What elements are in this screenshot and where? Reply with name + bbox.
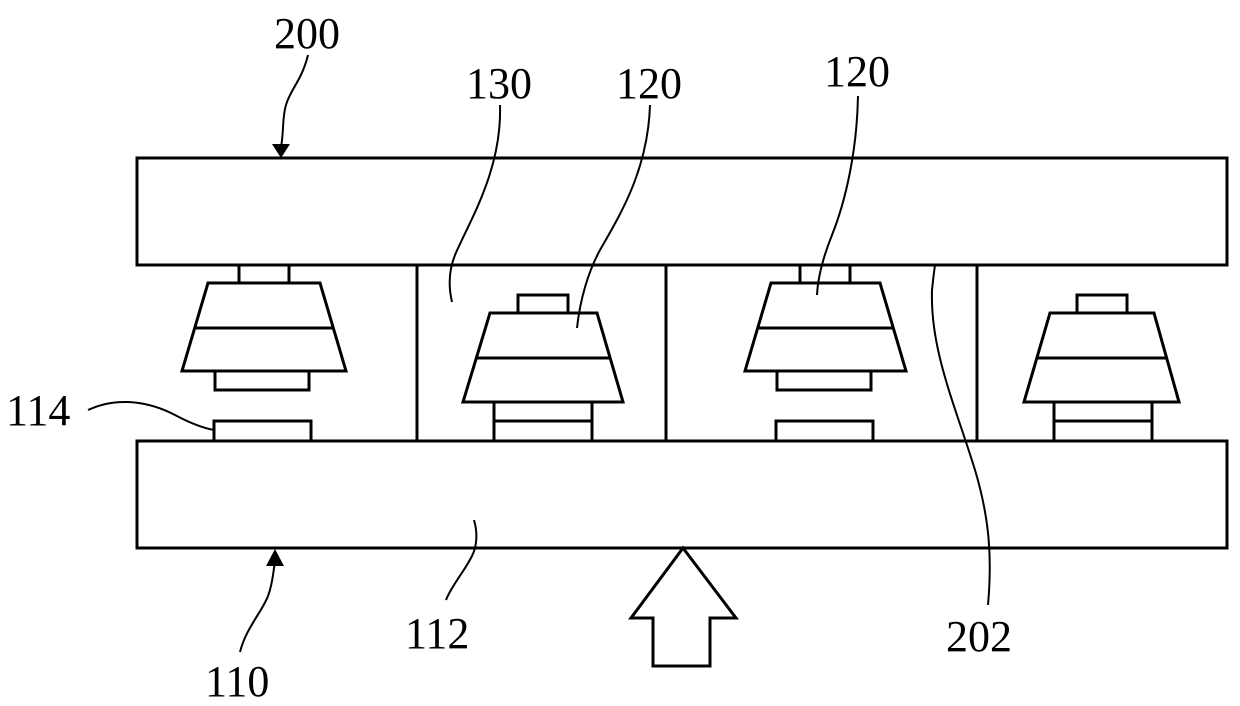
chip-1 — [182, 265, 346, 390]
leader-200 — [281, 55, 308, 147]
label-114: 114 — [6, 386, 70, 435]
label-120-b: 120 — [824, 47, 890, 96]
bottom-substrate-112 — [137, 441, 1227, 548]
leader-110 — [240, 562, 275, 652]
label-202: 202 — [946, 612, 1012, 661]
leader-202 — [932, 265, 990, 605]
leader-120-a — [577, 105, 650, 328]
label-200: 200 — [274, 9, 340, 58]
chip-2-120 — [463, 295, 623, 441]
leader-112 — [446, 520, 476, 600]
leader-114 — [88, 402, 214, 430]
label-112: 112 — [405, 609, 469, 658]
bond-pad-3 — [776, 421, 873, 441]
bond-pad-114 — [214, 421, 311, 441]
label-120-a: 120 — [616, 59, 682, 108]
arrowhead-200 — [272, 144, 290, 158]
label-110: 110 — [205, 657, 269, 706]
press-direction-arrow — [631, 548, 736, 666]
chip-3-120 — [745, 265, 906, 390]
leader-130 — [450, 105, 500, 302]
chip-4 — [1024, 295, 1179, 441]
label-130: 130 — [466, 59, 532, 108]
top-substrate-200 — [137, 158, 1227, 265]
arrowhead-110 — [266, 549, 284, 566]
